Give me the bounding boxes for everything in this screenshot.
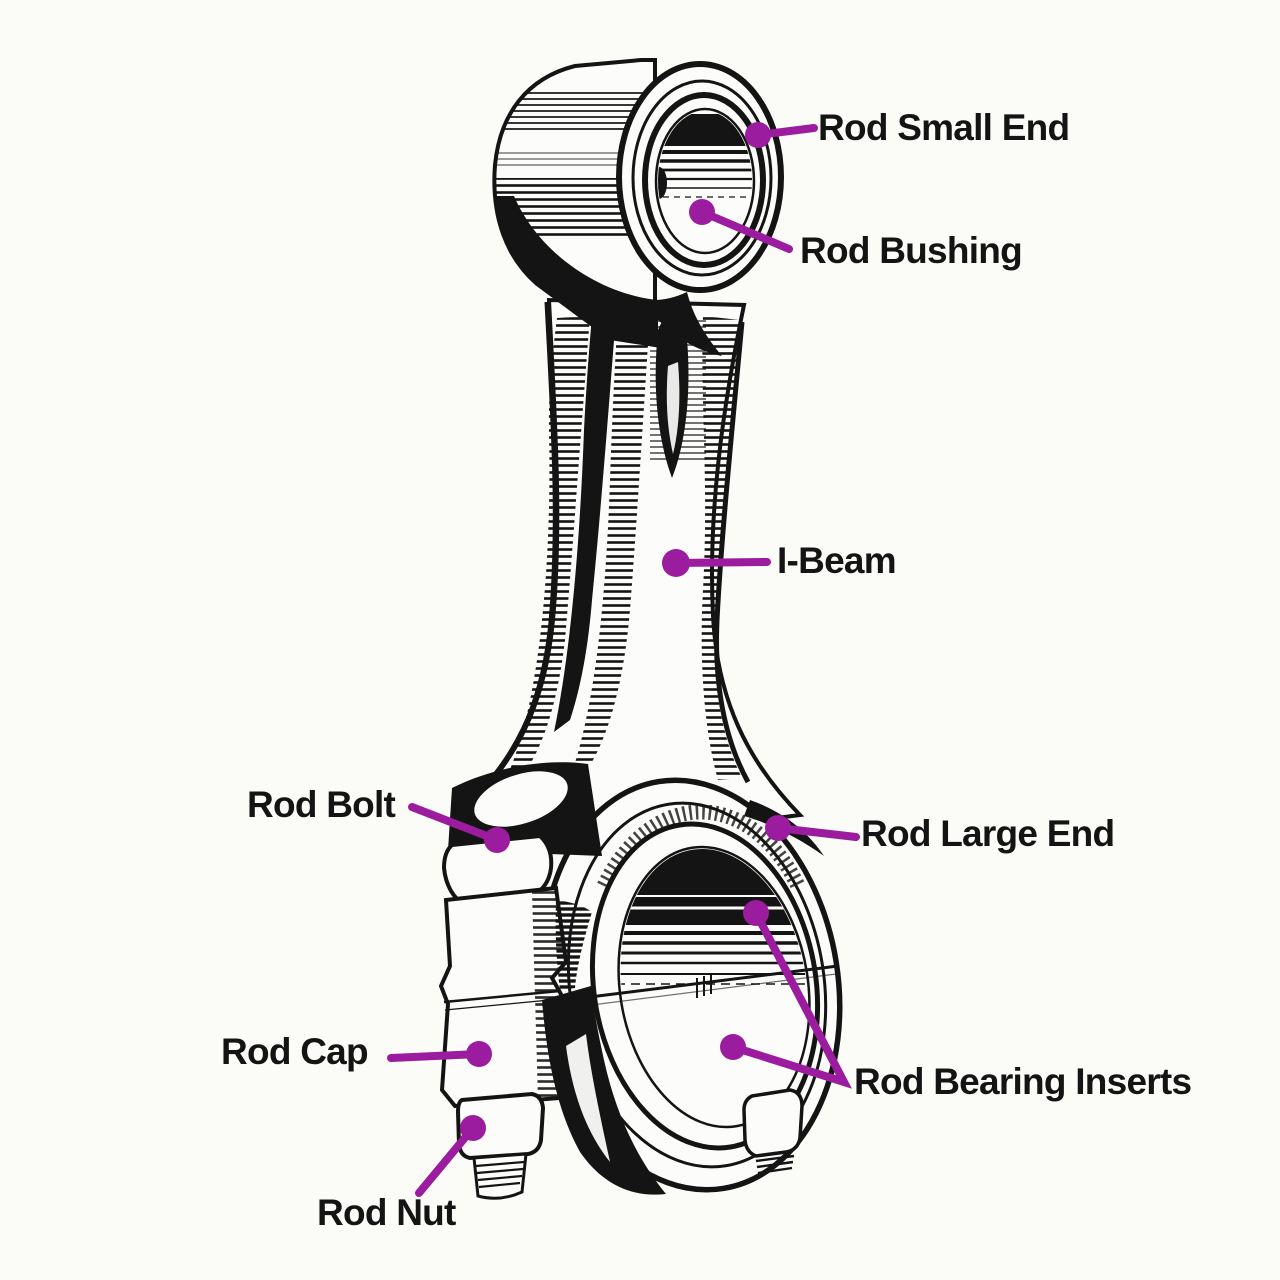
rod-bearing-insert-lower-dot: [720, 1034, 746, 1060]
beam-right-flange-hatch: [701, 316, 742, 780]
cap-joint-line: [443, 989, 561, 1004]
cap-ring-shadow-strip: [555, 900, 592, 990]
beam-mid-flange-hatch: [574, 314, 650, 766]
rod-nut-anchor-dot: [460, 1115, 486, 1141]
small-bore-shading: [658, 114, 752, 199]
label-rod-bearing-inserts: Rod Bearing Inserts: [854, 1060, 1192, 1102]
rod-bearing-insert-upper-dot: [743, 900, 769, 926]
rod-bushing-anchor-dot: [689, 199, 715, 225]
label-rod-bolt: Rod Bolt: [247, 783, 396, 825]
label-rod-nut: Rod Nut: [317, 1191, 456, 1233]
small-bore-oil-notch: [658, 167, 667, 199]
label-rod-bushing: Rod Bushing: [800, 229, 1023, 271]
small-bore-stripes: [658, 150, 752, 198]
big-bore-stamp-marks: [696, 974, 712, 998]
i-beam-leader-line: [672, 558, 771, 567]
beam-left-edge-line: [460, 301, 558, 812]
i-beam-anchor-dot: [662, 549, 690, 577]
beam-left-flange-hatch: [508, 316, 590, 774]
label-rod-small-end: Rod Small End: [818, 106, 1070, 148]
cap-lower-shadow-mass: [542, 986, 666, 1195]
rod-bearing-inserts-leader-lines: [729, 909, 853, 1089]
rod-small-end-anchor-dot: [745, 122, 771, 148]
rod-bolt-leader-line: [408, 803, 501, 844]
callout-leaders: [387, 122, 860, 1197]
rod-nut-shape: [455, 1091, 546, 1161]
label-rod-large-end: Rod Large End: [861, 812, 1115, 854]
beam-right-edge-line: [714, 321, 751, 784]
rod-bolt-anchor-dot: [484, 827, 510, 853]
rod-cap-anchor-dot: [466, 1041, 492, 1067]
small-end-ring-chamfer: [631, 79, 773, 277]
rod-large-end-leader-line: [774, 824, 860, 841]
beam-web-teardrop-core: [666, 362, 680, 454]
beam-shank: [449, 297, 805, 863]
rod-small-end-part: [492, 58, 784, 356]
small-end-lower-shadow: [640, 292, 722, 356]
barrel-dark-underside: [494, 196, 658, 345]
label-i-beam: I-Beam: [777, 539, 897, 581]
cap-joint-line-2: [444, 998, 561, 1011]
beam-dark-rib: [554, 315, 616, 732]
large-end-chamfer-ticks: [597, 804, 805, 890]
right-rod-nut: [742, 1088, 804, 1158]
large-end-parting-line: [557, 964, 839, 1003]
cap-lower-highlight: [566, 1034, 610, 1162]
rod-bushing-leader-line: [698, 208, 793, 253]
right-bolt-threads: [755, 1154, 795, 1175]
rod-large-end-part: [539, 777, 843, 1193]
bolt-tip-threads: [475, 1160, 525, 1189]
rod-large-end-anchor-dot: [765, 815, 791, 841]
rod-cap-leader-line: [387, 1050, 483, 1062]
rod-nut-leader-line: [415, 1124, 477, 1197]
bolt-boss-pad: [471, 768, 571, 830]
label-rod-cap: Rod Cap: [221, 1030, 369, 1072]
